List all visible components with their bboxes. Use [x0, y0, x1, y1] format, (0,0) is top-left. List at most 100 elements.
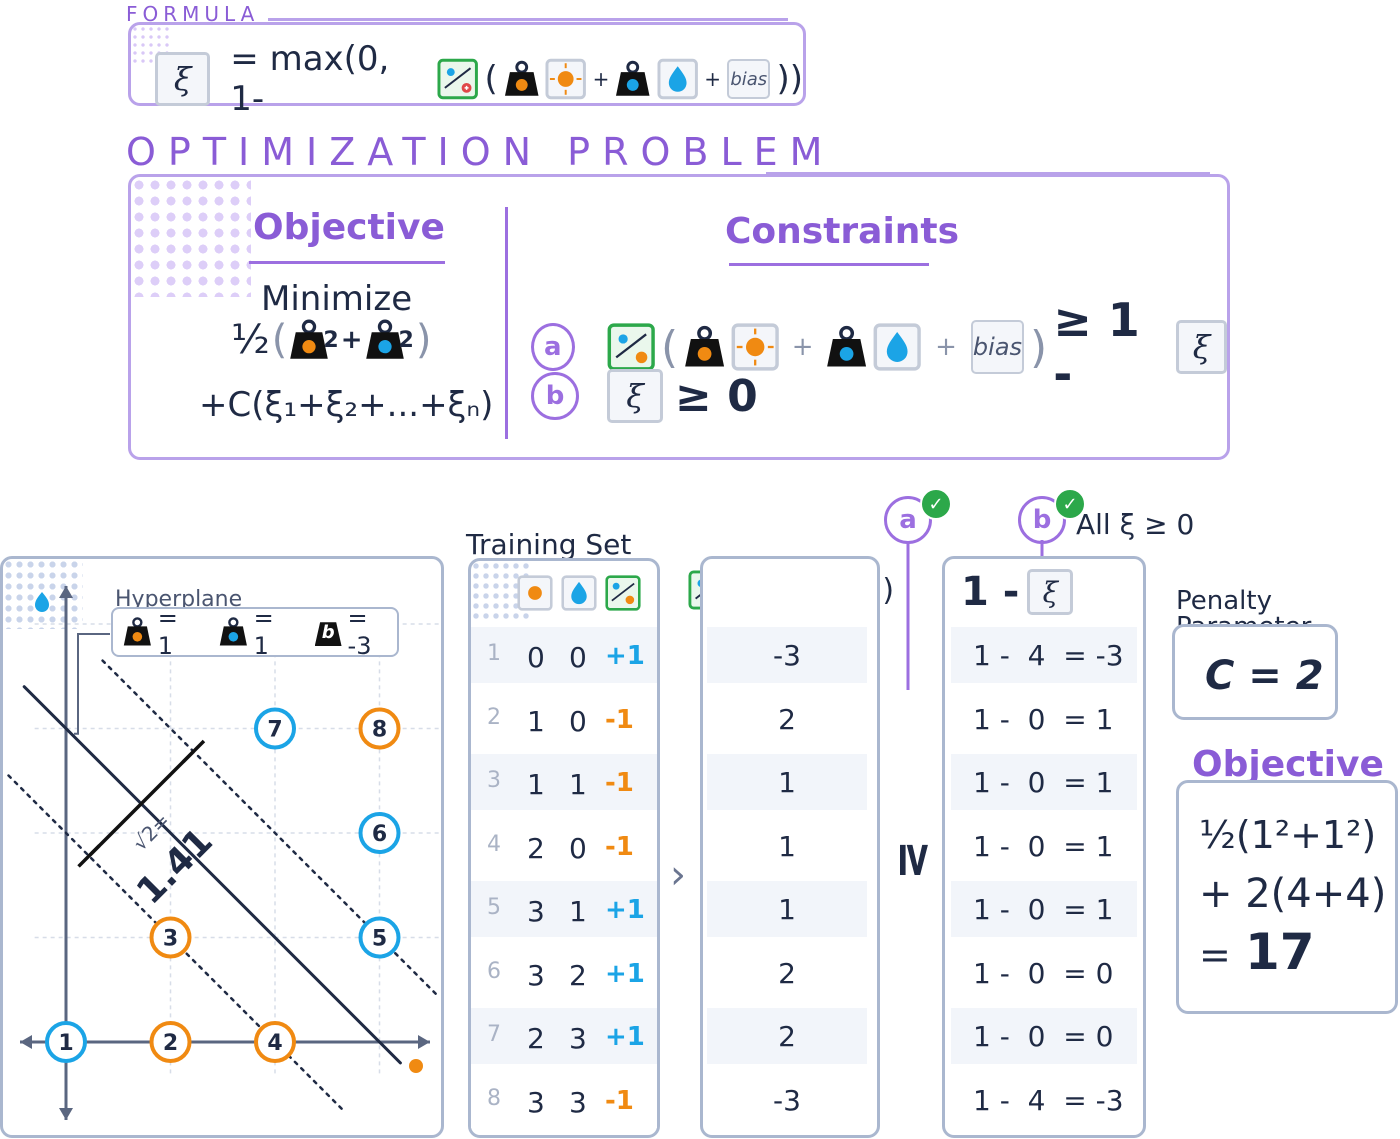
table-cell: 1	[527, 704, 545, 738]
margin-tick	[181, 739, 206, 764]
plus-sign: +	[704, 67, 722, 91]
table-cell: 2	[569, 958, 587, 992]
plus-sign: +	[791, 332, 814, 362]
data-point	[149, 916, 192, 959]
xi-icon: ξ	[1027, 569, 1074, 615]
xi-icon: ξ	[607, 369, 663, 423]
squared: 2	[323, 327, 339, 353]
humidity-axis-icon	[35, 592, 49, 612]
table-cell: 1	[527, 768, 545, 801]
table-cell: -1	[605, 831, 634, 862]
data-point	[45, 1021, 87, 1063]
table-row: 1 - 0 = 1	[951, 817, 1137, 874]
table-cell: 3	[527, 895, 545, 928]
table-row: 1 - 0 = 1	[951, 881, 1137, 937]
w1-value: = 1	[157, 604, 178, 660]
slack-header: 1 - ξ	[961, 569, 1074, 615]
table-cell: 5	[487, 895, 501, 920]
objective-underline	[249, 261, 445, 264]
data-point-label: 2	[163, 1031, 178, 1056]
penalty-sum: +C(ξ₁+ξ₂+...+ξₙ)	[199, 385, 494, 425]
objective-line-1: ½(1²+1²)	[1199, 813, 1377, 857]
b-value: = -3	[347, 604, 372, 660]
ge-symbol: ≥	[888, 839, 945, 881]
data-point-label: 1	[58, 1031, 73, 1056]
bias-weight-icon: b	[314, 622, 342, 646]
margin-value: -3	[773, 639, 801, 672]
data-point-label: 4	[267, 1031, 282, 1056]
table-cell: -1	[605, 768, 634, 798]
table-cell: 6	[487, 958, 501, 984]
y-axis-arrow	[59, 1108, 73, 1120]
section-divider	[505, 207, 508, 439]
table-row: 1	[707, 754, 867, 810]
training-title: Training Set	[466, 528, 632, 561]
constraint-a: a ( + + bias ) ≥ 1 - ξ	[531, 293, 1228, 401]
constraint-b-badge: b	[531, 372, 579, 420]
constraint-a-badge: a	[531, 323, 575, 371]
temp-axis-icon	[409, 1059, 423, 1073]
table-cell: 7	[487, 1022, 501, 1047]
table-row: 1 - 0 = 0	[951, 1008, 1137, 1064]
ge-one-minus: ≥ 1 -	[1053, 293, 1140, 401]
x-axis-arrow	[20, 1035, 32, 1049]
table-row: 1	[707, 881, 867, 937]
optimization-heading-rule	[766, 172, 1210, 175]
data-point-label: 5	[372, 927, 387, 952]
slack-b-badge: b ✓	[1018, 488, 1086, 544]
data-point-label: 3	[163, 927, 178, 952]
weight-temp-icon	[504, 60, 539, 96]
weight-temp-icon	[685, 325, 725, 367]
table-cell: 3	[569, 1022, 587, 1055]
margin-value: 2	[778, 702, 796, 736]
formula-box: ξ = max(0, 1- ( + + bias ))	[128, 22, 806, 119]
objective-title: Objective	[253, 207, 445, 248]
sun-temp-icon	[731, 323, 780, 371]
margin-measure	[87, 750, 195, 858]
check-icon: ✓	[1054, 488, 1086, 520]
slack-value: 1 - 0 = 1	[973, 702, 1114, 736]
constraints-title: Constraints	[725, 211, 960, 252]
table-cell: +1	[605, 1022, 645, 1052]
sun-temp-icon	[517, 575, 553, 611]
data-point-label: 7	[267, 718, 282, 743]
weight-humidity-icon	[219, 617, 247, 646]
slack-table: 1 - 4 = -3 1 - 0 = 1 1 - 0 = 1 1 - 0 = 1 1 -…	[945, 627, 1143, 1137]
drop-humidity-icon	[657, 58, 698, 100]
table-cell: -1	[605, 1085, 634, 1116]
slack-value: 1 - 4 = -3	[973, 639, 1124, 672]
data-point	[358, 812, 401, 854]
table-cell: 0	[569, 831, 587, 865]
x-axis-arrow	[418, 1035, 430, 1049]
table-cell: 3	[569, 1085, 587, 1119]
weight-humidity-icon	[826, 325, 866, 367]
open-paren: (	[484, 59, 498, 99]
slack-value: 1 - 4 = -3	[973, 1083, 1124, 1117]
formula-close: ))	[776, 59, 804, 99]
open-paren: (	[271, 317, 288, 363]
table-cell: 2	[527, 831, 545, 865]
table-cell: -1	[605, 704, 634, 735]
table-row: 2	[707, 944, 867, 1001]
formula-expression: ξ = max(0, 1- ( + + bias ))	[155, 39, 803, 119]
ge-zero: ≥ 0	[675, 370, 758, 422]
objective-line-2: + 2(4+4)	[1199, 871, 1387, 917]
weight-humidity-icon	[365, 319, 404, 359]
table-row: -3	[707, 1071, 867, 1128]
table-cell: 3	[527, 1085, 545, 1119]
objective-line-3-eq: =	[1199, 933, 1231, 977]
table-cell: 2	[527, 1022, 545, 1055]
margin-value: 2	[778, 956, 796, 990]
table-row: 2	[707, 690, 867, 747]
slack-panel: 1 - ξ 1 - 4 = -3 1 - 0 = 1 1 - 0 = 1 1 - 0 …	[942, 556, 1146, 1138]
weight-temp-icon	[123, 617, 151, 646]
slack-value: 1 - 0 = 1	[973, 766, 1114, 799]
table-row: 1 - 0 = 1	[951, 754, 1137, 810]
xi-icon: ξ	[1176, 320, 1228, 374]
table-cell: +1	[605, 641, 645, 671]
